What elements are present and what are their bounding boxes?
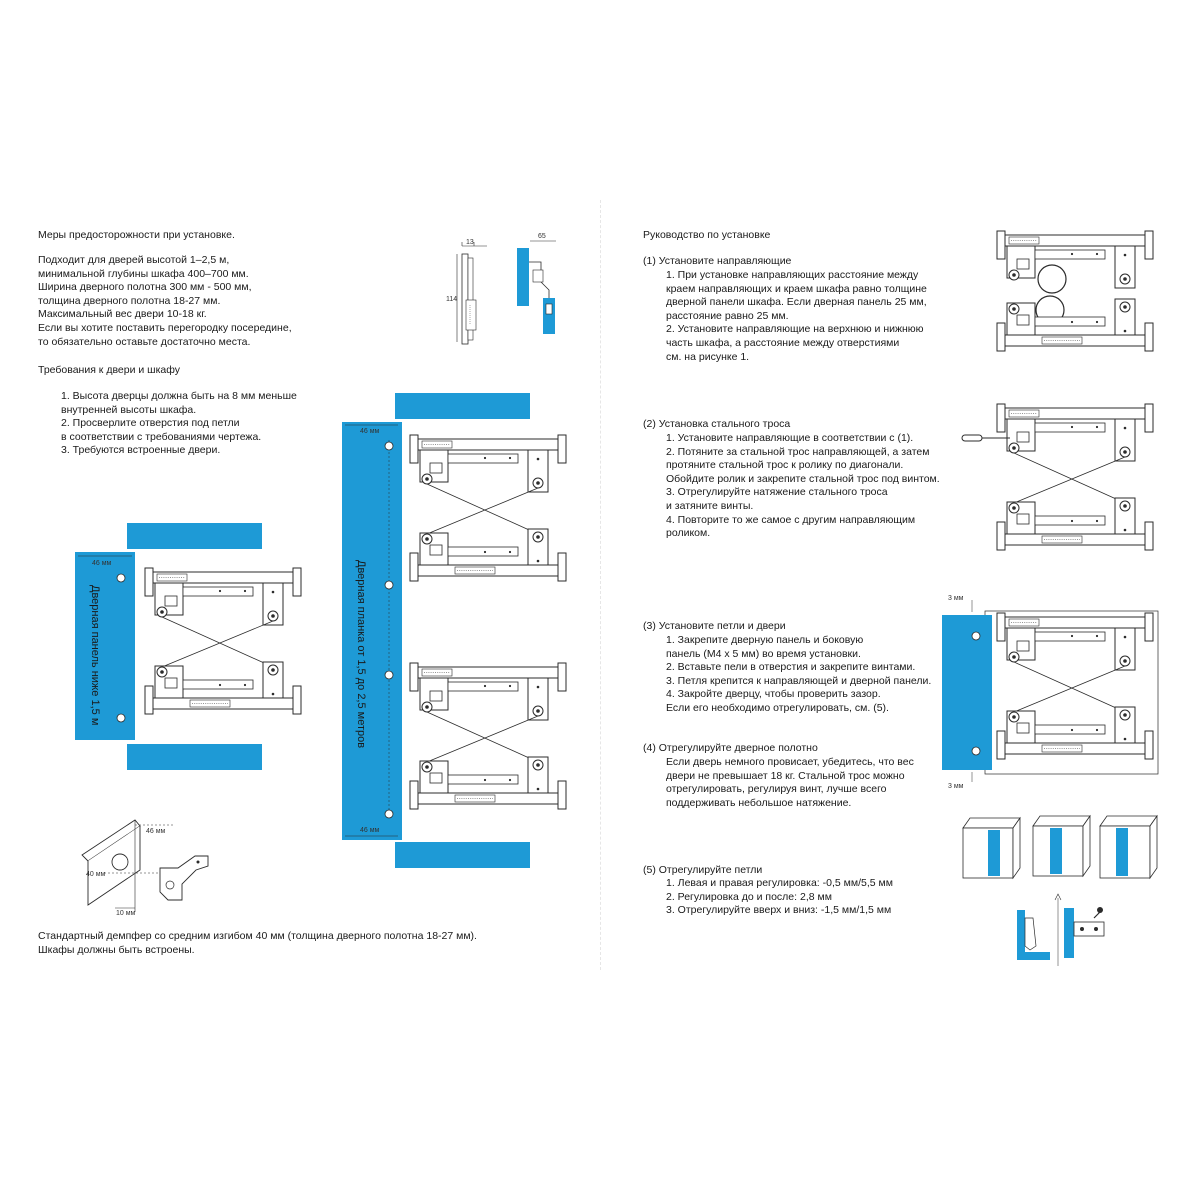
- tall-panel-label: Дверная планка от 1,5 до 2,5 метров: [355, 560, 367, 748]
- top-cabinet-panel-tall: [395, 393, 530, 419]
- small-door-assembly: 46 мм Дверная панель ниже 1,5 м: [75, 523, 301, 770]
- hinge-profile-drawing: 65: [517, 233, 556, 334]
- dim-65-label: 65: [538, 233, 546, 240]
- step1-text: 1. При установке направляющих расстояние…: [666, 269, 927, 363]
- step4-title: (4) Отрегулируйте дверное полотно: [643, 742, 818, 754]
- dim-10-label: 10 мм: [116, 910, 136, 917]
- guide-title: Руководство по установке: [643, 229, 771, 241]
- dim-3mm-top: 3 мм: [948, 595, 964, 602]
- tall-door-assembly: 46 мм 46 мм Дверная планка от 1,5 до 2,5…: [342, 393, 566, 868]
- precautions-title: Меры предосторожности при установке.: [38, 229, 235, 241]
- page-divider: [600, 200, 601, 970]
- requirements-title: Требования к двери и шкафу: [38, 364, 181, 376]
- bottom-cabinet-panel-tall: [395, 842, 530, 868]
- precautions-text: Подходит для дверей высотой 1–2,5 м,мини…: [38, 254, 292, 348]
- bottom-cabinet-panel: [127, 744, 262, 770]
- step2-title: (2) Установка стального троса: [643, 418, 791, 430]
- dim-114-label: 114: [446, 296, 457, 303]
- dim-40-label: 40 мм: [86, 871, 106, 878]
- step1-title: (1) Установите направляющие: [643, 255, 792, 267]
- step2-text: 1. Установите направляющие в соответстви…: [666, 432, 940, 540]
- dim-46-tall-bottom: 46 мм: [360, 827, 380, 834]
- dim-46-tall-top: 46 мм: [360, 428, 380, 435]
- requirements-text: 1. Высота дверцы должна быть на 8 мм мен…: [61, 390, 297, 457]
- small-door-panel: [75, 552, 135, 740]
- door-panel-blue: [942, 615, 992, 770]
- step3-door-drawing: 3 мм 3 мм: [942, 595, 1159, 790]
- step1-rail-drawing: [996, 230, 1154, 352]
- step5-hinge-drawing: [1017, 893, 1105, 966]
- step5-text: 1. Левая и правая регулировка: -0,5 мм/5…: [666, 877, 893, 917]
- step5-title: (5) Отрегулируйте петли: [643, 864, 763, 876]
- tall-door-panel: [342, 422, 402, 840]
- hinge-perspective-drawing: 46 мм 40 мм 10 мм: [81, 819, 209, 917]
- screwdriver-icon: [961, 434, 983, 442]
- roller-circle-top: [1037, 264, 1067, 294]
- footer-text: Стандартный демпфер со средним изгибом 4…: [38, 930, 477, 956]
- step4-text: Если дверь немного провисает, убедитесь,…: [666, 756, 914, 809]
- rail-profile-drawing: 13 114: [446, 239, 487, 345]
- step3-title: (3) Установите петли и двери: [643, 620, 786, 632]
- dim-13-label: 13: [466, 239, 474, 246]
- dim-40-top-label: 46 мм: [146, 828, 166, 835]
- top-cabinet-panel: [127, 523, 262, 549]
- step2-cable-drawing: [961, 404, 1153, 550]
- step4-cabinet-drawings: [962, 814, 1158, 880]
- dim-46-small: 46 мм: [92, 560, 112, 567]
- dim-3mm-bottom: 3 мм: [948, 783, 964, 790]
- small-panel-label: Дверная панель ниже 1,5 м: [89, 585, 101, 725]
